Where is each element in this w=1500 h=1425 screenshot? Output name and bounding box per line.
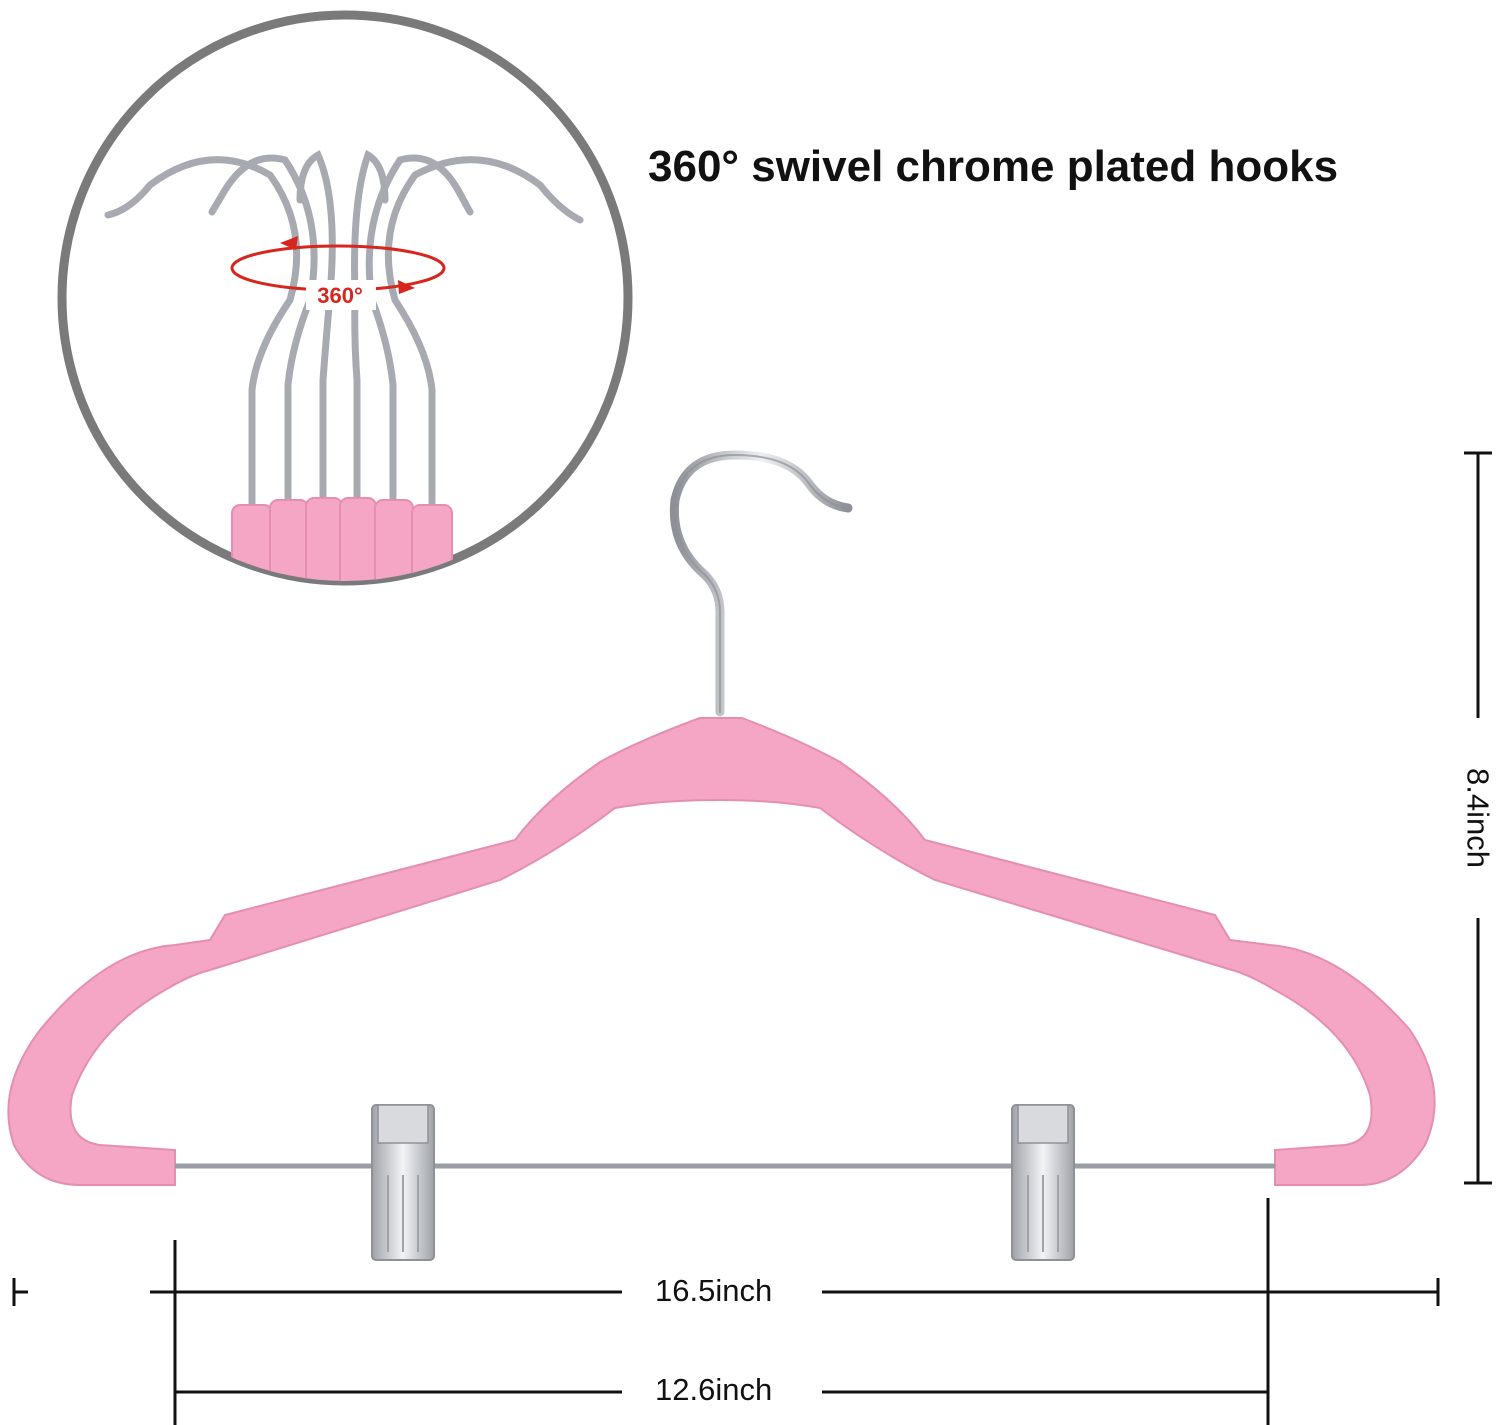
height-label: 8.4inch bbox=[1460, 768, 1496, 868]
overall-width-label: 16.5inch bbox=[655, 1273, 773, 1308]
chrome-hook-icon bbox=[669, 450, 853, 717]
height-dimension-line bbox=[1464, 451, 1492, 1185]
bar-width-dimension-line bbox=[173, 1198, 1270, 1425]
hanger-body bbox=[7, 717, 1436, 1186]
rotation-degree-badge: 360° bbox=[317, 283, 363, 308]
left-clip-icon bbox=[371, 1104, 435, 1261]
overall-width-dimension-line bbox=[12, 1278, 1440, 1306]
bar-width-label: 12.6inch bbox=[655, 1372, 773, 1407]
headline: 360° swivel chrome plated hooks bbox=[648, 142, 1339, 191]
swivel-hook-inset: 360° bbox=[57, 10, 633, 586]
right-clip-icon bbox=[1011, 1104, 1075, 1261]
pink-hanger bbox=[7, 450, 1436, 1261]
